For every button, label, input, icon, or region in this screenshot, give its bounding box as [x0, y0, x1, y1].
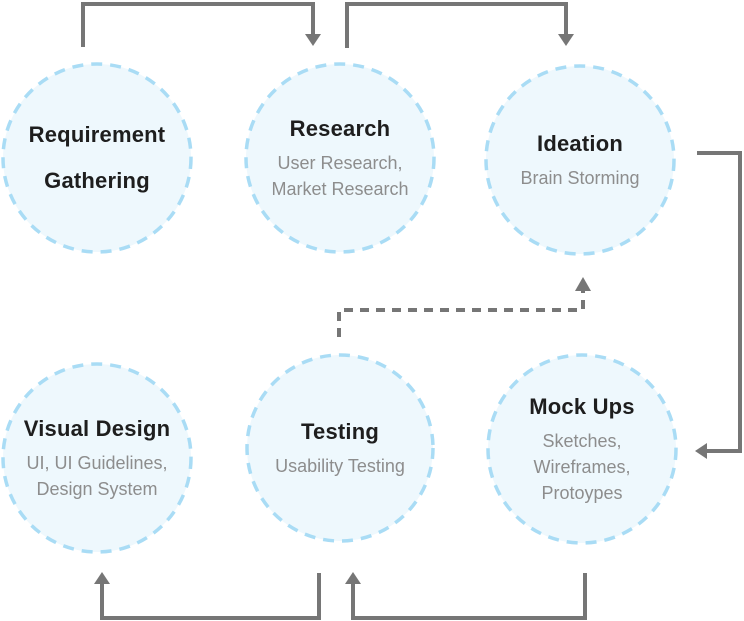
node-subtitle-line: Design System	[36, 479, 158, 499]
node-ideation: Ideation Brain Storming	[486, 66, 674, 254]
node-subtitle: UI, UI Guidelines, Design System	[26, 450, 167, 502]
node-testing: Testing Usability Testing	[247, 355, 433, 541]
arrowhead-down-research	[305, 34, 321, 46]
node-title: Research	[290, 114, 391, 144]
node-circle-visual-design	[1, 362, 193, 554]
node-title-line: Requirement	[28, 122, 166, 147]
node-requirement-gathering: Requirement Gathering	[3, 64, 191, 252]
node-subtitle-line: Wireframes,	[533, 457, 631, 477]
arrowhead-left-mockups	[695, 443, 707, 459]
node-subtitle-line: UI, UI Guidelines,	[26, 453, 168, 473]
node-title-line: Testing	[301, 419, 379, 444]
arrow-ideation-to-mockups	[697, 151, 742, 453]
arrow-testing-to-visualdesign	[100, 573, 321, 620]
node-subtitle-line: Usability Testing	[275, 456, 405, 476]
node-subtitle: User Research, Market Research	[271, 150, 408, 202]
node-subtitle: Brain Storming	[520, 165, 639, 191]
node-circle-testing	[245, 353, 435, 543]
node-subtitle-line: Brain Storming	[520, 168, 640, 188]
arrow-mockups-to-testing	[351, 573, 587, 620]
arrowhead-up-ideation-dashed	[575, 277, 591, 291]
node-title-line: Visual Design	[23, 416, 171, 441]
node-title-line: Gathering	[44, 168, 150, 193]
arrowhead-up-visualdesign	[94, 572, 110, 584]
node-title-line: Research	[289, 116, 391, 141]
node-circle-ideation	[484, 64, 676, 256]
node-title: Requirement Gathering	[29, 112, 166, 204]
node-circle-research	[244, 62, 436, 254]
node-research: Research User Research, Market Research	[246, 64, 434, 252]
node-subtitle-line: Protoypes	[541, 483, 623, 503]
node-mock-ups: Mock Ups Sketches, Wireframes, Protoypes	[488, 355, 676, 543]
node-subtitle-line: Sketches,	[542, 431, 622, 451]
node-title: Ideation	[537, 129, 623, 159]
node-subtitle: Usability Testing	[275, 453, 405, 479]
node-title-line: Ideation	[537, 131, 623, 156]
node-title: Testing	[301, 417, 379, 447]
dashed-arrow-testing-to-ideation	[337, 290, 585, 337]
node-subtitle: Sketches, Wireframes, Protoypes	[533, 428, 630, 506]
node-subtitle-line: Market Research	[271, 179, 409, 199]
node-visual-design: Visual Design UI, UI Guidelines, Design …	[3, 364, 191, 552]
arrowhead-down-ideation	[558, 34, 574, 46]
node-circle-mock-ups	[486, 353, 678, 545]
node-title: Visual Design	[24, 414, 170, 444]
node-title-line: Mock Ups	[529, 394, 635, 419]
arrow-research-to-ideation	[345, 2, 568, 48]
arrow-requirement-to-research	[81, 2, 315, 47]
node-subtitle-line: User Research,	[277, 153, 403, 173]
node-title: Mock Ups	[529, 392, 635, 422]
node-circle-requirement-gathering	[1, 62, 193, 254]
arrowhead-up-testing	[345, 572, 361, 584]
